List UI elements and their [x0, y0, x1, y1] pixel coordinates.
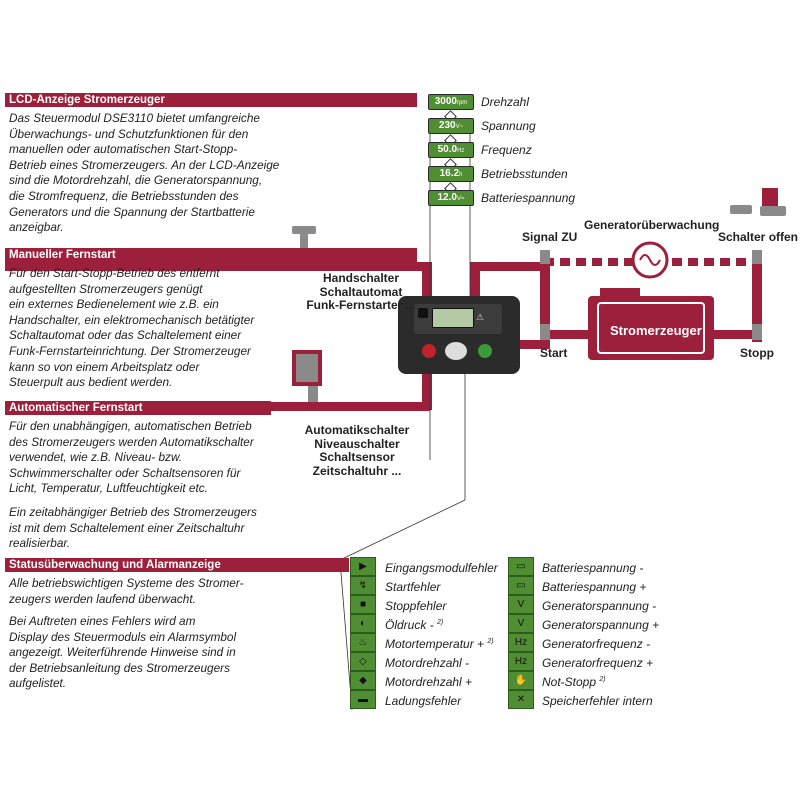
engine-temp-icon: ♨: [350, 633, 376, 652]
readout-hours: 16.2h: [428, 166, 474, 182]
section-auto-title: Automatischer Fernstart: [5, 401, 271, 415]
charge-fault-icon: ▬: [350, 690, 376, 709]
gen-freq-low-icon: Hz: [508, 633, 534, 652]
section-status-title: Statusüberwachung und Alarmanzeige: [5, 558, 349, 572]
auto-description-timer: Ein zeitabhängiger Betrieb des Stromerze…: [9, 505, 257, 551]
section-manual-title: Manueller Fernstart: [5, 248, 417, 262]
alarm-label: Motordrehzahl -: [385, 656, 470, 670]
readout-label-voltage: Spannung: [481, 119, 536, 133]
section-lcd-title: LCD-Anzeige Stromerzeuger: [5, 93, 417, 107]
alarm-label: Stoppfehler: [385, 599, 447, 613]
stop-label: Stopp: [740, 346, 774, 360]
stop-fault-icon: ■: [350, 595, 376, 614]
input-module-icon: ▶: [350, 557, 376, 576]
gen-voltage-low-icon: V: [508, 595, 534, 614]
monitor-label: Generatorüberwachung: [584, 218, 720, 232]
status-description: Alle betriebswichtigen Systeme des Strom…: [9, 576, 244, 606]
module-menu-button[interactable]: [418, 308, 428, 318]
auto-button[interactable]: [445, 342, 467, 360]
start-label: Start: [540, 346, 568, 360]
readout-frequency: 50.0Hz: [428, 142, 474, 158]
module-lcd-screen: [432, 308, 474, 328]
emergency-stop-icon: ✋: [508, 671, 534, 690]
alarm-label: Generatorspannung +: [542, 618, 660, 632]
gen-voltage-high-icon: V: [508, 614, 534, 633]
alarm-label: Batteriespannung -: [542, 561, 644, 575]
control-module: ⚠: [398, 296, 520, 374]
readout-label-hours: Betriebsstunden: [481, 167, 568, 181]
engine-speed-high-icon: ◆: [350, 671, 376, 690]
readout-label-rpm: Drehzahl: [481, 95, 530, 109]
alarm-label: Speicherfehler intern: [542, 694, 653, 708]
alarm-label: Startfehler: [385, 580, 441, 594]
alarm-label: Generatorfrequenz +: [542, 656, 654, 670]
alarm-label: Öldruck - 2): [385, 618, 444, 632]
alarm-label: Motordrehzahl +: [385, 675, 473, 689]
alarm-label: Ladungsfehler: [385, 694, 462, 708]
readout-voltage: 230V~: [428, 118, 474, 134]
warning-icon: ⚠: [476, 312, 485, 322]
readout-battery: 12.0V=: [428, 190, 474, 206]
engine-speed-low-icon: ◇: [350, 652, 376, 671]
memory-fault-icon: ✕: [508, 690, 534, 709]
generator-label: Stromerzeuger: [610, 323, 702, 338]
switch-open-label: Schalter offen: [718, 230, 799, 244]
start-fault-icon: ↯: [350, 576, 376, 595]
lcd-description: Das Steuermodul DSE3110 bietet umfangrei…: [9, 111, 280, 235]
alarm-label: Generatorspannung -: [542, 599, 657, 613]
start-button[interactable]: [478, 344, 492, 358]
readout-rpm: 3000rpm: [428, 94, 474, 110]
alarm-label: Not-Stopp 2): [542, 675, 606, 689]
signal-label: Signal ZU: [522, 230, 578, 244]
alarm-label: Generatorfrequenz -: [542, 637, 651, 651]
alarm-label: Eingangsmodulfehler: [385, 561, 498, 575]
alarm-label: Batteriespannung +: [542, 580, 647, 594]
gen-freq-high-icon: Hz: [508, 652, 534, 671]
auto-description: Für den unabhängigen, automatischen Betr…: [9, 419, 254, 496]
stop-button[interactable]: [422, 344, 436, 358]
readout-label-battery: Batteriespannung: [481, 191, 576, 205]
manual-description: Für den Start-Stopp-Betrieb des entfernt…: [9, 266, 255, 390]
alarm-label: Motortemperatur + 2): [385, 637, 494, 651]
battery-high-icon: ▭: [508, 576, 534, 595]
readout-label-frequency: Frequenz: [481, 143, 532, 157]
oil-pressure-icon: ◐: [350, 614, 376, 633]
battery-low-icon: ▭: [508, 557, 534, 576]
